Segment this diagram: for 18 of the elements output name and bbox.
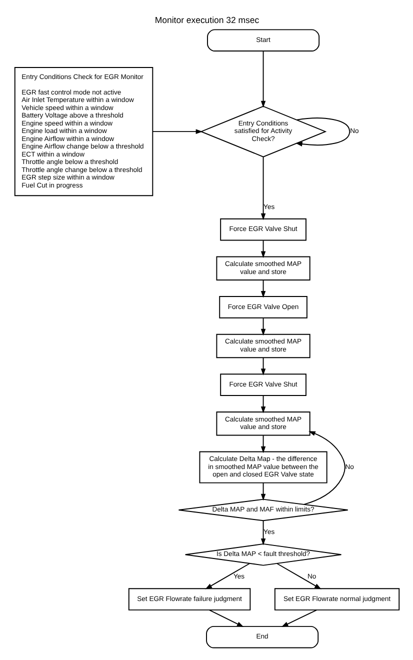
arrow: [302, 431, 345, 505]
arrow: [260, 50, 266, 108]
arrow: [260, 280, 266, 298]
arrow: [295, 118, 350, 146]
arrow: [260, 156, 266, 220]
arrow: [260, 395, 266, 414]
arrow: [260, 357, 266, 376]
arrow: [260, 240, 266, 258]
arrow: [280, 610, 317, 627]
arrow: [260, 318, 266, 336]
arrow: [260, 435, 266, 454]
arrow: [260, 520, 266, 546]
arrow: [152, 129, 202, 134]
arrow: [208, 610, 244, 627]
arrow: [260, 482, 266, 501]
diagram-title: Monitor execution 32 msec: [154, 15, 259, 26]
arrow: [276, 563, 321, 590]
arrow: [204, 563, 250, 590]
